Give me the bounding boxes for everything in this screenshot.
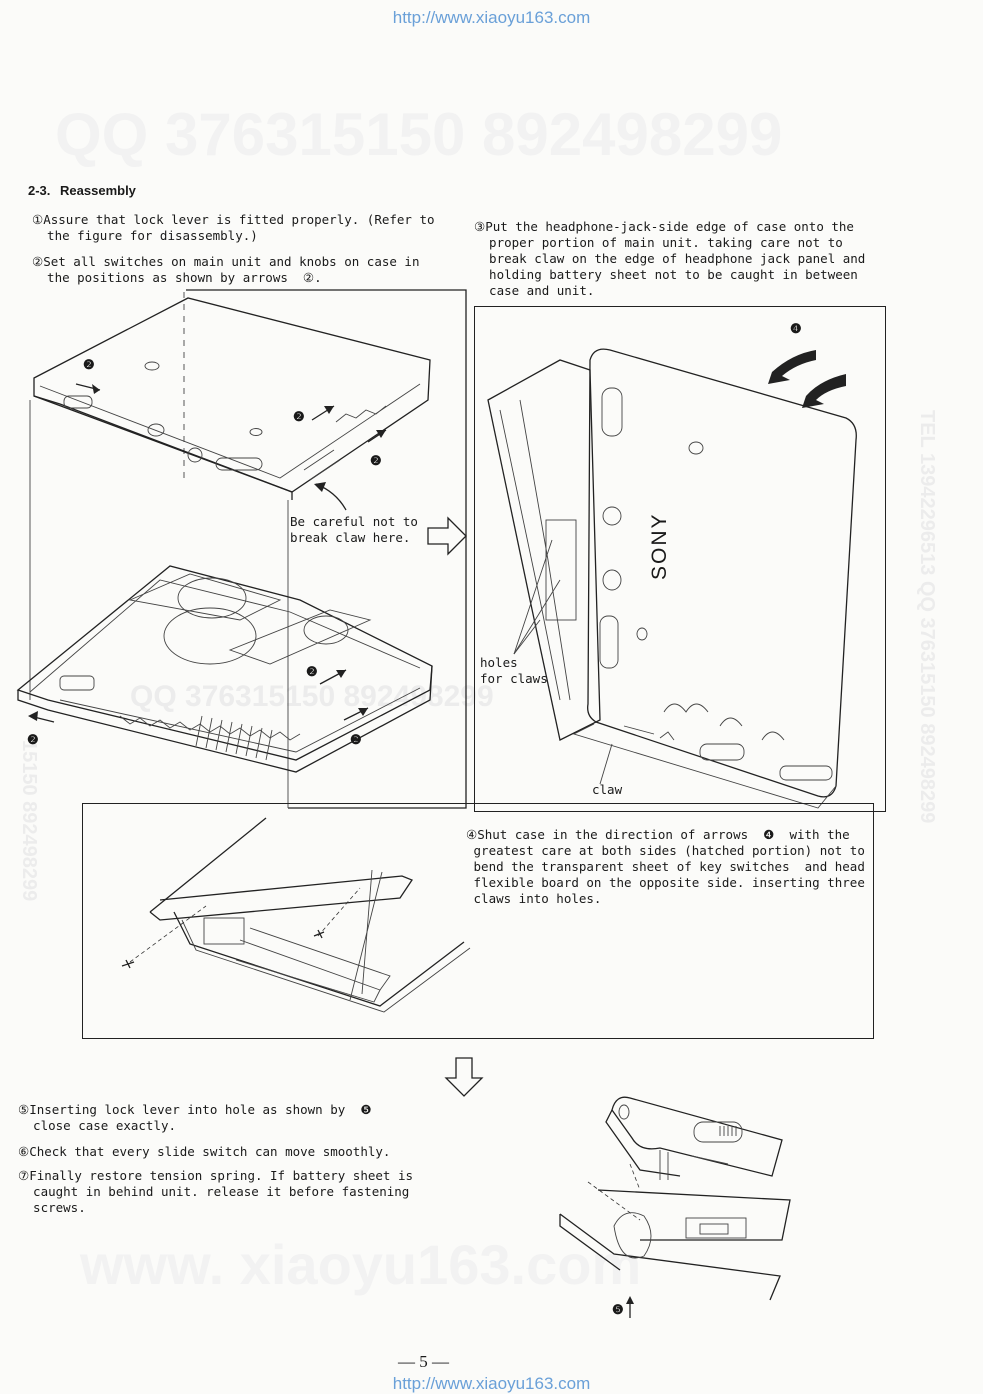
step-6: ⑥Check that every slide switch can move …: [18, 1144, 391, 1159]
header-url[interactable]: http://www.xiaoyu163.com: [392, 8, 591, 27]
watermark-middle: QQ 376315150 892498299: [130, 680, 494, 713]
section-title: Reassembly: [60, 183, 136, 198]
step-7: ⑦Finally restore tension spring. If batt…: [18, 1168, 414, 1215]
badge-2-knob: ❷: [370, 453, 382, 468]
section-number: 2-3.: [28, 183, 51, 198]
watermark-bottom: www. xiaoyu163.com: [80, 1233, 642, 1296]
badge-2-base-left: ❷: [27, 732, 39, 747]
page-number: — 5 —: [398, 1352, 449, 1371]
watermark-top: QQ 376315150 892498299: [55, 101, 783, 168]
step-3: ③Put the headphone-jack-side edge of cas…: [474, 219, 866, 298]
step-4: ④Shut case in the direction of arrows ❹ …: [466, 827, 865, 906]
badge-2-top-left: ❷: [83, 357, 95, 372]
label-careful: Be careful not to break claw here.: [290, 514, 418, 545]
section-heading: 2-3. Reassembly: [28, 183, 136, 198]
badge-2-base: ❷: [306, 664, 318, 679]
badge-4: ❹: [790, 321, 802, 336]
label-claw: claw: [592, 782, 623, 797]
step-2: ②Set all switches on main unit and knobs…: [32, 254, 420, 285]
footer-url[interactable]: http://www.xiaoyu163.com: [392, 1374, 591, 1393]
badge-5: ❺: [612, 1302, 624, 1317]
badge-2-top-right: ❷: [293, 409, 305, 424]
label-holes-for-claws: holes for claws: [480, 655, 548, 686]
step-5: ⑤Inserting lock lever into hole as shown…: [18, 1102, 372, 1133]
figure-case-onto-unit-frame: [474, 306, 886, 812]
badge-2-base-right: ❷: [350, 732, 362, 747]
step-1: ①Assure that lock lever is fitted proper…: [32, 212, 435, 243]
figure-shut-case-frame: [82, 803, 874, 1039]
